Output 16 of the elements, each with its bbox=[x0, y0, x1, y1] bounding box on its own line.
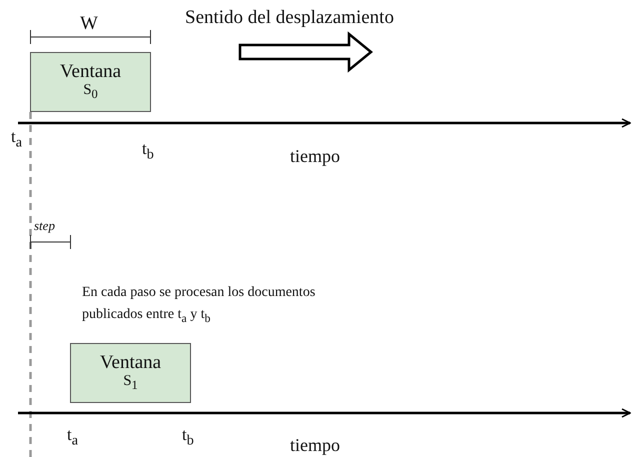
window-id: S$_{1}$ bbox=[123, 373, 138, 393]
axis-label: tiempo bbox=[290, 145, 340, 168]
dimension-label: W bbox=[80, 12, 98, 36]
time-mark: t$_{a}$ bbox=[11, 126, 22, 152]
window-title: Ventana bbox=[60, 62, 122, 82]
time-mark: t$_{a}$ bbox=[67, 424, 78, 450]
window-id: S$_{0}$ bbox=[83, 82, 98, 102]
time-mark: t$_{b}$ bbox=[182, 424, 194, 450]
window-box bbox=[30, 52, 151, 112]
note-text: En cada paso se procesan los documentos publicados entre t$_{a}$ y t$_{b}$ bbox=[82, 284, 316, 327]
axis-label: tiempo bbox=[290, 434, 340, 457]
time-mark: t$_{b}$ bbox=[142, 138, 154, 164]
window-title: Ventana bbox=[100, 353, 162, 373]
direction-label: Sentido del desplazamiento bbox=[185, 6, 394, 30]
window-box bbox=[70, 343, 191, 403]
dimension-label: step bbox=[34, 217, 55, 235]
